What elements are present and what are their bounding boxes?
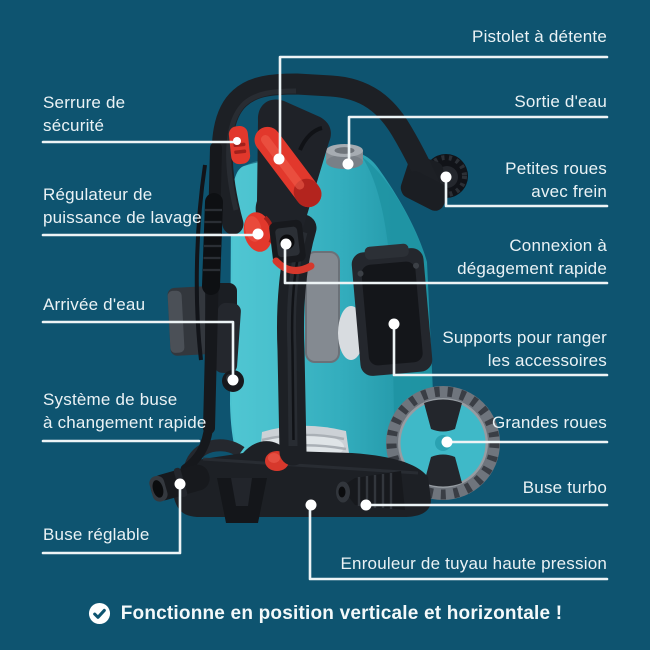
callout-line-small-wheels (444, 177, 609, 208)
label-nozzle-system: Système de buse à changement rapide (43, 390, 207, 432)
callout-line-water-inlet (41, 320, 235, 381)
label-hose-reel: Enrouleur de tuyau haute pression (340, 554, 607, 573)
label-small-wheels: Petites roues avec frein (505, 159, 607, 201)
callout-line-adjustable-nozzle (41, 483, 182, 555)
callout-dots (174, 137, 453, 511)
footer-note: Fonctionne en position verticale et hori… (0, 602, 650, 625)
check-circle-icon (88, 602, 110, 625)
label-trigger-gun: Pistolet à détente (472, 27, 607, 46)
callout-line-water-outlet (347, 115, 609, 165)
pressure-washer (149, 73, 500, 523)
label-turbo-nozzle: Buse turbo (522, 478, 607, 497)
callout-line-trigger-gun (278, 55, 609, 160)
turbo-nozzle (336, 471, 405, 510)
label-adjustable-nozzle: Buse réglable (43, 525, 150, 544)
callout-line-accessory-holder (392, 324, 609, 377)
label-water-outlet: Sortie d'eau (514, 92, 607, 111)
label-safety-lock: Serrure de sécurité (43, 93, 126, 135)
callout-line-hose-reel (308, 505, 609, 581)
label-large-wheels: Grandes roues (491, 413, 607, 432)
label-power-regulator: Régulateur de puissance de lavage (43, 185, 202, 227)
callout-lines (41, 55, 609, 581)
lance (180, 142, 223, 474)
safety-lock (228, 125, 251, 165)
label-water-inlet: Arrivée d'eau (43, 295, 146, 314)
accessory-holder (351, 243, 433, 376)
label-quick-release: Connexion à dégagement rapide (457, 236, 607, 278)
footer-text: Fonctionne en position verticale et hori… (120, 602, 563, 624)
callout-line-quick-release (283, 244, 609, 285)
label-accessory-holder: Supports pour ranger les accessoires (442, 328, 607, 370)
carry-handle (211, 73, 449, 235)
